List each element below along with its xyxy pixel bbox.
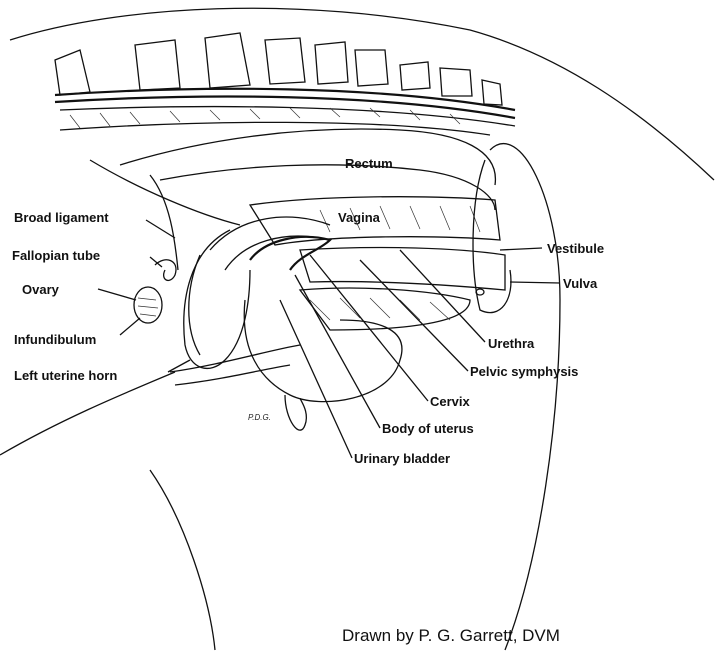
- artist-signature: P.D.G.: [248, 413, 271, 422]
- label-infundibulum: Infundibulum: [14, 332, 96, 347]
- label-vestibule: Vestibule: [547, 241, 604, 256]
- thigh-outline: [150, 470, 215, 650]
- belly-outline: [0, 372, 175, 455]
- rectum-lower: [160, 165, 495, 210]
- label-vagina: Vagina: [338, 210, 381, 225]
- rump-outline: [490, 144, 560, 650]
- label-body-of-uterus: Body of uterus: [382, 421, 474, 436]
- drawing-credit: Drawn by P. G. Garrett, DVM: [342, 626, 560, 645]
- label-cervix: Cervix: [430, 394, 471, 409]
- uterine-horn-shape: [184, 230, 250, 368]
- label-left-uterine-horn: Left uterine horn: [14, 368, 117, 383]
- fallopian-tube-shape: [155, 260, 176, 281]
- label-vulva: Vulva: [563, 276, 598, 291]
- label-rectum: Rectum: [345, 156, 393, 171]
- label-ovary: Ovary: [22, 282, 60, 297]
- label-pelvic-symphysis: Pelvic symphysis: [470, 364, 578, 379]
- vertebral-column: [55, 33, 515, 135]
- label-urethra: Urethra: [488, 336, 535, 351]
- body-outline: [10, 8, 714, 180]
- ovary-shape: [134, 287, 162, 323]
- bladder-tip: [285, 395, 306, 430]
- label-fallopian-tube: Fallopian tube: [12, 248, 100, 263]
- label-broad-ligament: Broad ligament: [14, 210, 109, 225]
- label-urinary-bladder: Urinary bladder: [354, 451, 450, 466]
- pelvic-symphysis-shape: [300, 288, 470, 330]
- urinary-bladder-shape: [244, 300, 402, 402]
- broad-ligament-shape: [90, 160, 240, 225]
